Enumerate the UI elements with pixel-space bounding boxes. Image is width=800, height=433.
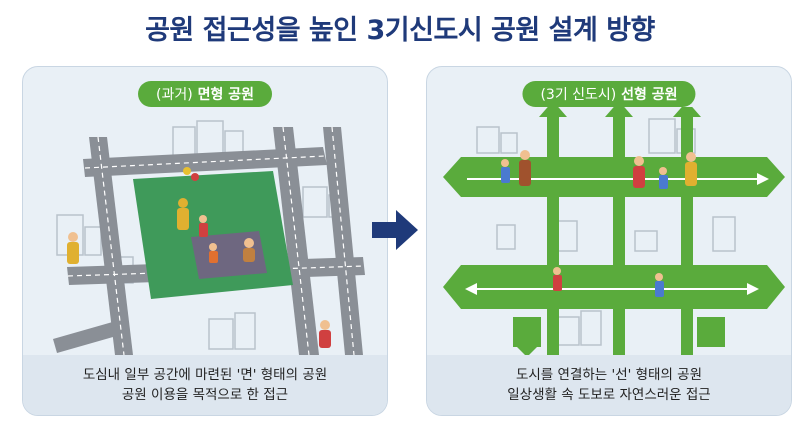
- linear-label-main: 선형 공원: [621, 87, 678, 103]
- past-park-label: (과거) 면형 공원: [138, 81, 272, 107]
- past-label-prefix: (과거): [156, 87, 193, 103]
- linear-caption-line1: 도시를 연결하는 '선' 형태의 공원: [515, 367, 703, 383]
- past-caption-line1: 도심내 일부 공간에 마련된 '면' 형태의 공원: [82, 367, 328, 383]
- background-buildings: [476, 118, 736, 346]
- past-caption-line2: 공원 이용을 목적으로 한 접근: [121, 387, 289, 403]
- park-area: [133, 171, 293, 299]
- area-park-illustration: [53, 120, 365, 355]
- linear-park-caption: 도시를 연결하는 '선' 형태의 공원 일상생활 속 도보로 자연스러운 접근: [427, 355, 791, 415]
- green-corridors: [443, 107, 785, 355]
- pedestrians: [67, 232, 331, 348]
- linear-park-label: (3기 신도시) 선형 공원: [522, 81, 696, 107]
- page-title: 공원 접근성을 높인 3기신도시 공원 설계 방향: [145, 15, 655, 46]
- linear-caption-line2: 일상생활 속 도보로 자연스러운 접근: [507, 387, 711, 403]
- past-label-main: 면형 공원: [197, 87, 254, 103]
- people-walking: [501, 150, 697, 297]
- linear-park-panel: (3기 신도시) 선형 공원: [426, 66, 792, 416]
- linear-label-prefix: (3기 신도시): [540, 87, 617, 103]
- people-in-park: [177, 167, 255, 263]
- linear-park-illustration: [443, 107, 785, 355]
- past-park-caption: 도심내 일부 공간에 마련된 '면' 형태의 공원 공원 이용을 목적으로 한 …: [23, 355, 387, 415]
- past-park-panel: (과거) 면형 공원: [22, 66, 388, 416]
- transition-arrow-icon: [372, 210, 418, 250]
